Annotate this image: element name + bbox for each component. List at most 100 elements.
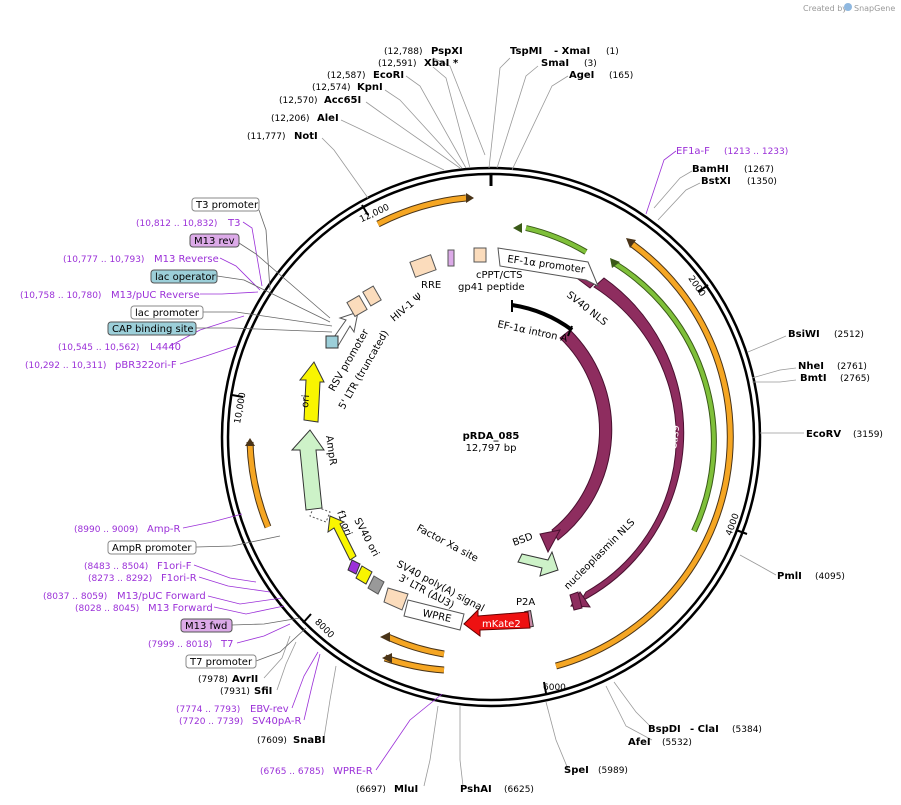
bamhi-label[interactable]: BamHI [692,164,729,175]
bstxi-label[interactable]: BstXI [701,176,731,187]
plasmid-name: pRDA_085 [463,431,520,442]
spei-label[interactable]: SpeI [564,765,589,776]
snapgene-logo-icon [844,3,852,11]
ori-feature[interactable] [298,361,325,423]
mlui-label[interactable]: MluI [394,784,418,795]
t3-primer[interactable]: T3 [227,218,240,229]
box-lac-promoter-label: lac promoter [135,308,200,319]
tspmi-label[interactable]: TspMI [510,46,542,57]
bspdi-label[interactable]: BspDI [648,724,681,735]
kpni-label[interactable]: KpnI [357,82,383,93]
xmai-label[interactable]: - XmaI [554,46,590,57]
xmai-pos: (1) [606,47,619,57]
amp-r-primer[interactable]: Amp-R [147,524,181,535]
cppt-feature[interactable] [473,247,487,263]
hiv1-psi-label: HIV-1 Ψ [389,292,425,325]
ef1a-f-primer[interactable]: EF1a-F [676,146,710,157]
mlui-pos: (6697) [356,785,386,795]
ebv-rev-primer[interactable]: EBV-rev [250,704,289,715]
ltr3-feature[interactable] [383,587,409,611]
tick-6000: 6000 [543,683,566,693]
ecorv-label[interactable]: EcoRV [806,429,841,440]
box-cap-binding-site[interactable]: CAP binding site [107,321,197,336]
m13-puc-reverse-primer[interactable]: M13/pUC Reverse [111,290,200,301]
ef1a-intron-arc[interactable] [511,303,574,332]
f1ori-r-pos: (8273 .. 8292) [88,574,152,584]
afei-label[interactable]: AfeI [628,737,651,748]
hiv1-box-b[interactable] [362,285,382,307]
sfii-label[interactable]: SfiI [254,686,272,697]
arc-arrowhead [245,438,255,446]
hiv1-box-a[interactable] [346,294,368,318]
m13-forward-primer[interactable]: M13 Forward [148,603,213,614]
f1-ori-feature[interactable] [309,505,331,523]
agei-pos: (165) [609,71,633,81]
box-m13-rev-label: M13 rev [194,236,235,247]
alei-label[interactable]: AleI [317,113,339,124]
l4440-primer[interactable]: L4440 [150,342,181,353]
ecori-label[interactable]: EcoRI [373,70,404,81]
m13-puc-forward-primer[interactable]: M13/pUC Forward [117,591,206,602]
noti-label[interactable]: NotI [294,131,318,142]
wpre-feature[interactable] [403,599,465,631]
rre-feature[interactable] [409,254,437,278]
f1ori-r-primer[interactable]: F1ori-R [161,573,197,584]
sv40-nls-label: SV40 NLS [564,290,609,329]
pbr322ori-primer[interactable]: pBR322ori-F [115,360,177,371]
snabi-pos: (7609) [257,736,287,746]
ampr-feature[interactable] [290,429,325,511]
bsiwi-label[interactable]: BsiWI [788,329,820,340]
ebv-rev-pos: (7774 .. 7793) [176,705,240,715]
t7-primer[interactable]: T7 [220,639,233,650]
bsd-feature[interactable] [517,550,559,577]
sv40-ori-feature[interactable] [327,515,357,561]
bmti-label[interactable]: BmtI [800,373,827,384]
pmli-label[interactable]: PmlI [777,571,802,582]
xbai-label[interactable]: XbaI [424,58,449,69]
box-t7-promoter-label: T7 promoter [189,657,253,668]
avrii-label[interactable]: AvrII [232,674,258,685]
pshai-label[interactable]: PshAI [460,784,492,795]
cas9-inner-arc[interactable] [551,329,613,541]
wpre-r-primer[interactable]: WPRE-R [333,766,373,777]
nucleoplasmin-nls-label: nucleoplasmin NLS [562,517,637,592]
noti-pos: (11,777) [247,132,286,142]
ef1a-promoter-feature[interactable] [497,247,599,288]
f1ori-f-primer[interactable]: F1ori-F [157,561,192,572]
agei-label[interactable]: AgeI [569,70,594,81]
box-ampr-promoter[interactable]: AmpR promoter [107,540,197,555]
sv40pa-r-primer[interactable]: SV40pA-R [252,716,301,727]
nucleoplasmin-nls-feature[interactable] [569,591,583,611]
box-m13-rev[interactable]: M13 rev [189,233,240,248]
acc65i-label[interactable]: Acc65I [324,95,361,106]
pmli-pos: (4095) [815,572,845,582]
sv40-polya-feature[interactable] [367,575,385,595]
factor-xa-feature[interactable] [347,559,361,575]
gp41-feature[interactable] [447,249,455,267]
pspxi-label[interactable]: PspXI [431,46,463,57]
ampr-label: AmpR [323,435,338,466]
box-t3-promoter[interactable]: T3 promoter [191,197,260,212]
smai-label[interactable]: SmaI [541,58,569,69]
snabi-label[interactable]: SnaBI [293,735,325,746]
nhei-label[interactable]: NheI [798,361,824,372]
mkate2-feature[interactable] [463,608,531,637]
kpni-pos: (12,574) [312,83,351,93]
m13-reverse-primer[interactable]: M13 Reverse [154,254,219,265]
box-lac-promoter[interactable]: lac promoter [130,305,204,320]
cas9-inner-label: Cas9 [613,415,624,440]
box-lac-operator-label: lac operator [155,272,216,283]
sv40pa-r-pos: (7720 .. 7739) [179,717,243,727]
box-m13-fwd[interactable]: M13 fwd [180,618,233,633]
tick-2000: 2000 [686,274,707,299]
ef1a-f-pos: (1213 .. 1233) [724,147,788,157]
arc-arrowhead [513,223,522,233]
pbr322ori-pos: (10,292 .. 10,311) [25,361,106,371]
amp-r-pos: (8990 .. 9009) [74,525,138,535]
ecorv-pos: (3159) [853,430,883,440]
sv40-ori-small-feature[interactable] [355,565,373,585]
box-lac-operator[interactable]: lac operator [150,269,218,284]
clai-label[interactable]: - ClaI [690,724,719,735]
box-t7-promoter[interactable]: T7 promoter [185,654,257,669]
